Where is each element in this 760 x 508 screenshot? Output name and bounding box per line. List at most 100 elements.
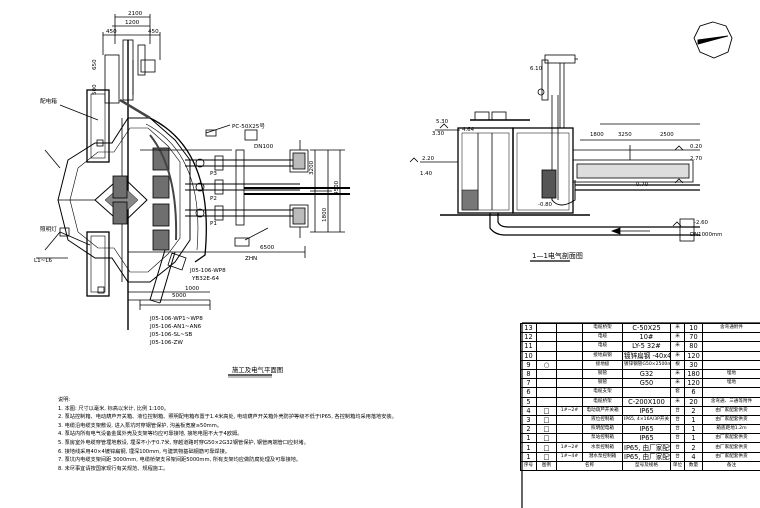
cell-name: 电缆支架 [582,387,623,398]
label-j05-wp8: J05-106-WP8 [189,268,226,274]
cell-no: 13 [520,322,537,334]
note-8: 8. 未尽事宜请按国家现行有关规范、规程施工。 [58,465,169,472]
cell-qty: 180 [684,368,703,380]
cell-qty: 1 [684,433,703,444]
label-ref4: J05-106-ZW [149,340,183,346]
note-1: 1. 本图: 尺寸以毫米, 标高以米计, 比例 1:100。 [58,405,170,412]
cell-name: 电缆桥架 [582,396,623,407]
cell-name: 接地扁钢 [582,350,623,361]
plan-view [36,14,350,330]
cell-no: 7 [520,378,537,389]
notes-title: 说明: [58,397,71,403]
cell-no: 3 [520,414,537,426]
cell-spec: IP65, 4×16A/3P开关 [622,414,671,426]
cell-remark [702,359,760,370]
section-labels: 5.30 4.64 3.30 2.20 1.40 0.70 0.20 2.70 … [420,66,722,260]
note-5: 5. 泵房室外电缆穿管埋地敷设, 埋深不小于0.7米, 穿越道路时穿G50×2G… [58,439,309,446]
dim-1800: 1800 [322,207,328,222]
header-remark: 备注 [702,460,760,472]
cell-unit: 米 [670,322,685,334]
header-name: 名称 [556,460,623,472]
level-464: 4.64 [462,127,475,133]
cell-remark: 箱底距地1.2m [702,424,760,435]
cell-name: 水泵控制箱 [582,442,623,453]
cell-no: 1 [520,442,537,453]
dim-6500: 6500 [260,245,275,251]
cell-sym [536,350,557,361]
label-ref2: J05-106-AN1~AN6 [149,324,202,330]
label-box: 配电箱 [40,97,57,105]
dim-5000: 5000 [172,293,187,299]
label-lamp: 照明灯 [40,225,57,233]
cell-sym2 [556,359,583,370]
label-outfall: DN1000mm [690,232,722,238]
cell-qty: 1 [684,424,703,435]
cell-unit: 台 [670,424,685,435]
cell-no: 1 [520,433,537,444]
section-view [409,54,700,242]
plan-title: 施工及电气平面图 [232,365,283,374]
label-pipe-top: PC-50X25号 [232,123,265,130]
label-l1l6: L1~L6 [34,258,52,264]
cell-name: 照明配电箱 [582,424,623,435]
design-notes: 说明: 1. 本图: 尺寸以毫米, 标高以米计, 比例 1:100。 2. 泵站… [58,396,498,473]
cell-sym [536,368,557,380]
cell-sym [536,332,557,343]
cell-remark: 含弯通、三通等附件 [702,396,760,407]
cell-name: 电缆 [582,341,623,352]
dim-450a: 450 [106,29,117,35]
cell-unit: 米 [670,378,685,389]
cell-sym [536,387,557,398]
cell-sym [536,341,557,352]
cell-sym2 [556,414,583,426]
cell-spec [622,387,671,398]
label-ref1: J05-106-WP1~WP8 [149,316,203,322]
dim-2100: 2100 [128,11,143,17]
cell-sym2 [556,322,583,334]
cell-remark: 由厂家配套供货 [702,451,760,462]
cell-spec: 镀锌钢管G50×2500mm δ=3.5mm [622,359,671,370]
cell-qty: 6 [684,387,703,398]
cell-no: 10 [520,350,537,361]
header-qty: 数量 [684,460,703,472]
plan-labels: 2100 1200 450 450 650 500 PC-50X25号 DN10… [34,11,340,374]
cell-unit: 台 [670,451,685,462]
label-dn100: DN100 [254,144,274,150]
level-140: 1.40 [420,171,433,177]
cell-no: 2 [520,424,537,435]
cell-qty: 120 [684,350,703,361]
dim-3250-sec: 3250 [618,132,632,138]
note-6: 6. 接地线采用40×4镀锌扁钢, 埋深100mm, 与建筑物基础钢筋可靠焊接。 [58,448,230,455]
cell-sym: □ [536,405,557,416]
dim-650: 650 [92,59,98,70]
dim-1200: 1200 [125,20,140,26]
cell-unit: 台 [670,414,685,426]
section-title: 1—1电气剖面图 [532,251,583,260]
cell-spec: G32 [622,368,671,380]
cell-remark: 由厂家配套供货 [702,433,760,444]
header-no: 序号 [520,460,537,472]
cell-unit: 米 [670,368,685,380]
cell-sym: □ [536,414,557,426]
cell-unit: 米 [670,350,685,361]
label-ref3: J05-106-SL~SB [149,332,192,338]
cell-remark: 含弯通附件 [702,322,760,334]
cell-spec: IP65, 由厂家配套 [622,442,671,453]
cell-unit: 米 [670,396,685,407]
cell-unit: 米 [670,341,685,352]
cell-sym2: 1#~2# [556,442,583,453]
label-p1: P1 [210,221,217,227]
cell-no: 6 [520,387,537,398]
cell-sym2 [556,341,583,352]
cell-remark: 由厂家配套供货 [702,442,760,453]
cell-sym: □ [536,442,557,453]
level-020-right: 0.20 [690,144,703,150]
cell-remark: 由厂家配套供货 [702,414,760,426]
level-330: 3.30 [432,131,445,137]
